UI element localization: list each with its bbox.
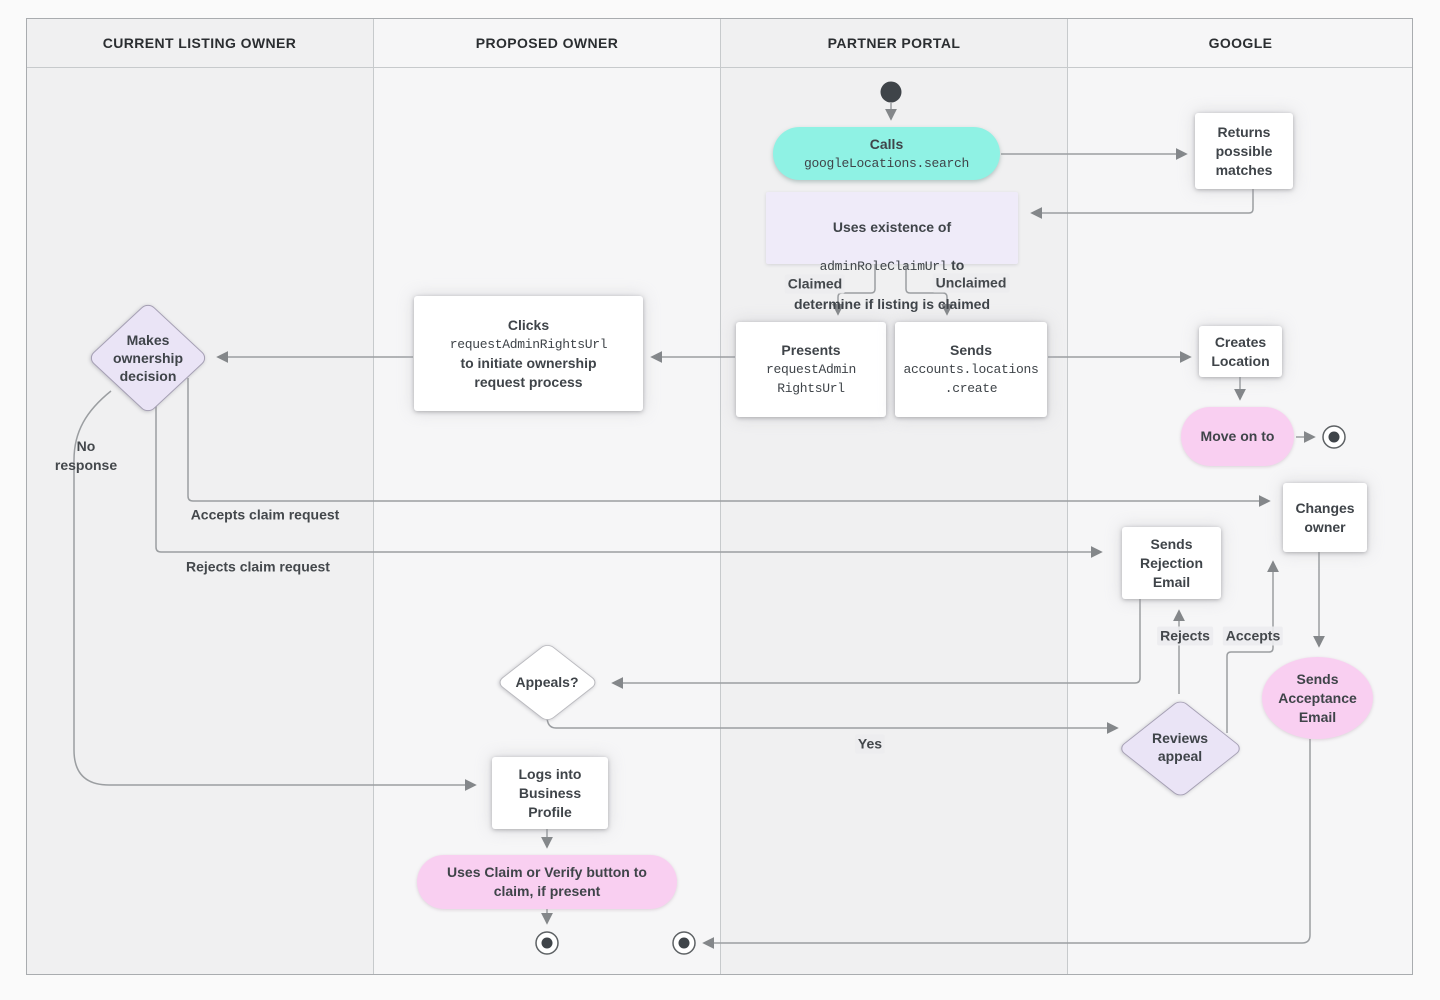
node-label: Returns possible matches [1215, 123, 1273, 178]
lane-current-listing-owner: CURRENT LISTING OWNER [26, 18, 373, 975]
node-code-line-1: requestAdmin [765, 362, 856, 377]
edge-label-rejects: Rejects [1157, 626, 1213, 646]
node-label: Uses Claim or Verify button to claim, if… [447, 864, 647, 899]
edge-rejection-to-appeals [611, 599, 1141, 689]
node-title: Calls [869, 135, 904, 152]
node-changes-owner: Changes owner [1283, 483, 1367, 552]
edge-claimed-to-presents [832, 264, 876, 316]
lane-header: PROPOSED OWNER [374, 18, 720, 68]
decision-label: Makes ownership decision [112, 332, 184, 384]
node-title: Sends [949, 342, 992, 358]
start-node [880, 81, 902, 103]
node-creates-location: Creates Location [1199, 326, 1282, 377]
node-logs-into-business-profile: Logs into Business Profile [492, 757, 608, 829]
lane-header: PARTNER PORTAL [721, 18, 1067, 68]
edge-unclaimed-to-sends [905, 264, 953, 316]
node-label: Changes owner [1295, 499, 1355, 535]
node-line-3: request process [474, 373, 583, 390]
edge-acceptance-to-end [702, 739, 1311, 949]
lane-title: PROPOSED OWNER [475, 34, 619, 51]
edge-label-yes: Yes [854, 734, 886, 754]
node-code-line-2: RightsUrl [777, 381, 845, 396]
lane-title: CURRENT LISTING OWNER [102, 34, 297, 51]
node-clicks-requestadminrightsurl: Clicks requestAdminRightsUrl to initiate… [414, 296, 643, 411]
edge-no-response-to-logs [73, 390, 477, 791]
node-code: googleLocations.search [803, 155, 970, 171]
node-sends-rejection-email: Sends Rejection Email [1122, 527, 1221, 599]
node-label: Sends Rejection Email [1139, 535, 1203, 590]
edge-label-no-response: No response [54, 438, 118, 473]
edge-label-accepts-claim-request: Accepts claim request [190, 506, 340, 523]
edge-accepts-claim-to-changes [187, 378, 1271, 507]
edge-label-unclaimed: Unclaimed [932, 273, 1010, 293]
lane-header: CURRENT LISTING OWNER [26, 18, 373, 68]
node-title: Presents [781, 342, 841, 358]
note-line-1: Uses existence of [832, 219, 952, 235]
end-node-create [1322, 425, 1346, 449]
node-sends-accounts-locations-create: Sends accounts.locations .create [895, 322, 1047, 417]
end-node-acceptance [672, 931, 696, 955]
node-move-on-to: Move on to [1181, 407, 1294, 466]
node-calls-googlelocations-search: Calls googleLocations.search [773, 127, 1000, 180]
lane-title: PARTNER PORTAL [827, 34, 961, 51]
node-presents-requestadminrightsurl: Presents requestAdmin RightsUrl [736, 322, 886, 417]
note-line-2-suffix: to [951, 257, 965, 273]
diagram-border [26, 18, 1413, 975]
end-node-claim [535, 931, 559, 955]
node-sends-acceptance-email: Sends Acceptance Email [1262, 657, 1373, 739]
node-uses-claim-or-verify: Uses Claim or Verify button to claim, if… [417, 855, 677, 909]
node-uses-existence-note: Uses existence of adminRoleClaimUrl to d… [766, 192, 1018, 312]
lane-header: GOOGLE [1068, 18, 1413, 68]
node-label: Move on to [1200, 428, 1275, 444]
edge-rejects-claim-to-rejection [155, 402, 1103, 558]
node-returns-possible-matches: Returns possible matches [1195, 113, 1293, 189]
node-label: Sends Acceptance Email [1278, 670, 1357, 725]
node-line-1: Clicks [507, 316, 550, 333]
appeals-label: Appeals? [515, 674, 579, 690]
node-line-2: to initiate ownership [460, 354, 597, 371]
edge-label-rejects-claim-request: Rejects claim request [186, 558, 330, 575]
edge-appeals-yes-to-reviews [546, 715, 1119, 734]
node-code-line-1: accounts.locations [903, 362, 1039, 377]
edge-label-accepts: Accepts [1222, 626, 1284, 646]
node-code: requestAdminRightsUrl [449, 336, 608, 352]
note-line-2: adminRoleClaimUrl to [776, 256, 1008, 276]
note-code: adminRoleClaimUrl [819, 259, 948, 274]
node-label: Creates Location [1211, 333, 1270, 369]
reviews-appeal-label: Reviews appeal [1151, 730, 1209, 764]
node-code-line-2: .create [944, 381, 998, 396]
lane-title: GOOGLE [1208, 34, 1273, 51]
edge-reviews-accepts-to-changes [1226, 560, 1279, 733]
edge-returns-to-uses [1030, 189, 1254, 219]
note-line-3: determine if listing is claimed [793, 296, 991, 312]
edge-label-claimed: Claimed [784, 274, 846, 294]
node-label: Logs into Business Profile [518, 765, 582, 820]
